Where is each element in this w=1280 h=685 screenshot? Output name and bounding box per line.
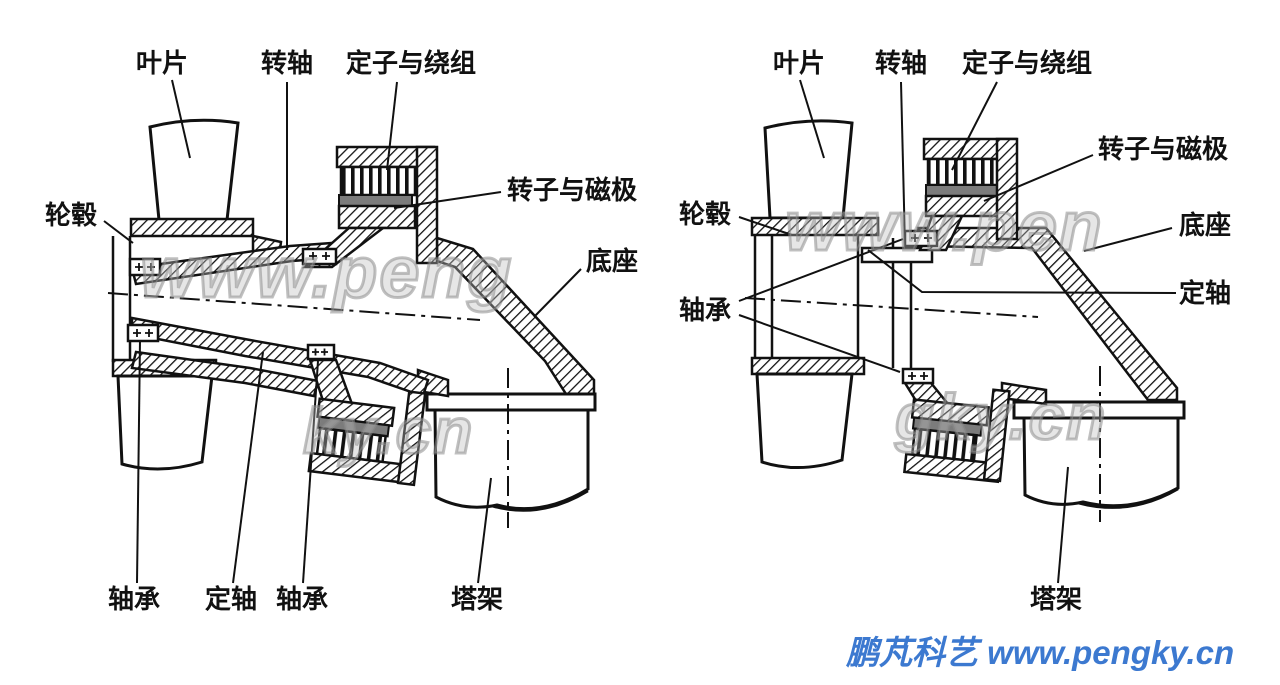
rotor-ring-upper (337, 204, 417, 230)
label-shaft-left: 转轴 (260, 48, 314, 78)
blade-lower (755, 372, 854, 469)
hub-flange-upper (750, 216, 880, 237)
watermark-left-upper: www.peng (138, 232, 514, 315)
watermark-left-lower: ky.cn (301, 394, 475, 469)
watermark-right-upper: www.pen (784, 186, 1104, 267)
label-fixed-shaft-right: 定轴 (1178, 278, 1232, 308)
label-bearing-front-left: 轴承 (107, 584, 161, 614)
label-rotor-left: 转子与磁极 (506, 175, 638, 205)
label-fixed-shaft-left: 定轴 (204, 584, 258, 614)
label-base-right: 底座 (1178, 210, 1232, 240)
generator-lower (903, 388, 1011, 484)
label-blade-right: 叶片 (772, 48, 826, 78)
blade-upper (763, 119, 854, 220)
label-bearing-rear-left: 轴承 (275, 584, 329, 614)
stator-winding-upper (926, 157, 1000, 187)
label-hub-left: 轮毂 (44, 200, 98, 230)
magnet-upper (338, 194, 413, 207)
label-tower-left: 塔架 (450, 584, 504, 614)
brand-footer-text: 鹏芃科艺 www.pengky.cn (846, 634, 1235, 671)
right-diagram (738, 79, 1186, 584)
watermark-right-lower: gky.cn (893, 380, 1108, 455)
label-stator-right: 定子与绕组 (961, 48, 1093, 78)
label-base-left: 底座 (585, 246, 639, 276)
left-diagram (103, 79, 597, 584)
label-hub-right: 轮毂 (678, 199, 732, 229)
stator-winding-upper (339, 165, 417, 197)
hub-wall (111, 236, 132, 362)
label-blade-left: 叶片 (135, 48, 189, 78)
axis-centerline (107, 292, 481, 321)
label-stator-left: 定子与绕组 (345, 48, 477, 78)
label-rotor-right: 转子与磁极 (1097, 134, 1229, 164)
bearing (901, 229, 939, 385)
hub-flange-lower (750, 356, 866, 376)
label-shaft-right: 转轴 (874, 48, 928, 78)
blade-upper (148, 118, 240, 222)
label-tower-right: 塔架 (1029, 584, 1083, 614)
axis-centerline (744, 297, 1039, 318)
blade-lower (116, 374, 214, 471)
generator-lower (307, 390, 427, 487)
bearing (126, 247, 338, 361)
tower-shape (433, 408, 590, 511)
label-bearings-right: 轴承 (678, 295, 732, 325)
tower-flange (425, 392, 597, 412)
